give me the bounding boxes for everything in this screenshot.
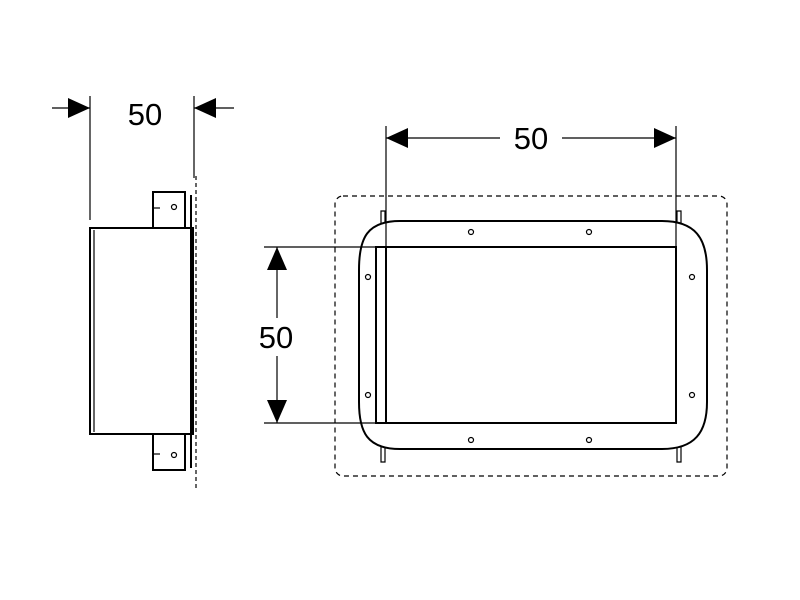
side-depth-label: 50	[128, 97, 162, 132]
arrowhead-right-pointing	[68, 98, 90, 118]
screw-hole-icon	[364, 273, 372, 281]
screw-hole-icon	[688, 391, 696, 399]
front-frame	[358, 210, 708, 463]
bottom-right-tab	[676, 447, 682, 463]
arrowhead-down	[267, 400, 287, 423]
front-height-label: 50	[259, 320, 293, 355]
screw-hole-icon	[585, 228, 593, 236]
bottom-bracket-screw-icon	[170, 451, 178, 459]
screw-hole-icon	[467, 228, 475, 236]
top-bracket	[152, 191, 186, 228]
screw-hole-icon	[364, 391, 372, 399]
screw-hole-icon	[585, 436, 593, 444]
screw-hole-icon	[467, 436, 475, 444]
top-bracket-screw-icon	[170, 203, 178, 211]
side-depth-dimension: 50	[52, 96, 234, 220]
dashed-outer-outline	[334, 195, 728, 477]
screw-hole-icon	[688, 273, 696, 281]
front-width-dimension: 50	[385, 121, 677, 248]
side-view: 50	[52, 96, 234, 488]
bottom-left-tab	[380, 447, 386, 463]
bottom-bracket	[152, 434, 186, 471]
frame-outer-edge	[358, 220, 708, 450]
arrowhead-right	[654, 128, 676, 148]
arrowhead-left	[386, 128, 408, 148]
arrowhead-left-pointing	[194, 98, 216, 118]
front-view: 50 50	[259, 121, 728, 477]
top-right-tab	[676, 210, 682, 223]
frame-opening-inner	[385, 246, 677, 424]
housing-body	[89, 227, 194, 435]
frame-opening-outer	[375, 246, 677, 424]
side-housing	[89, 176, 197, 488]
front-width-label: 50	[514, 121, 548, 156]
top-left-tab	[380, 210, 386, 223]
arrowhead-up	[267, 247, 287, 270]
front-height-dimension: 50	[259, 246, 386, 424]
